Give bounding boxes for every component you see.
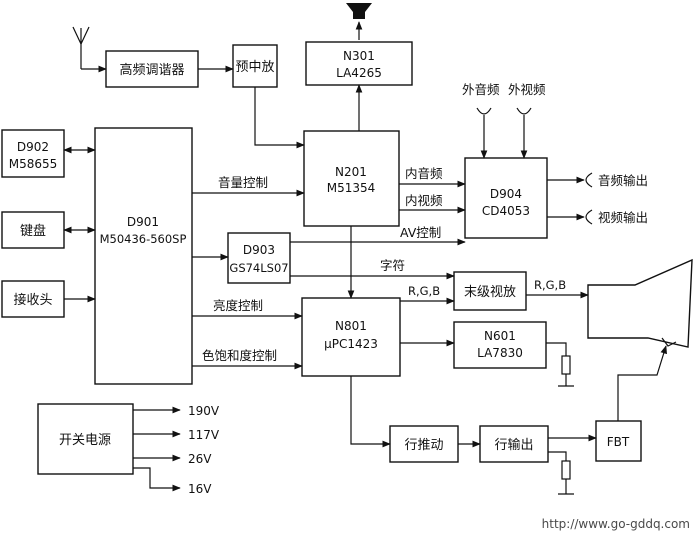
block-rf-tuner: 高频调谐器 <box>105 50 199 88</box>
block-pre-if: 预中放 <box>232 44 278 88</box>
d903-part: GS74LS07 <box>229 261 288 275</box>
ext-video-jack-icon <box>516 107 532 115</box>
power-label: 开关电源 <box>59 433 111 448</box>
block-d904: D904 CD4053 <box>464 157 548 239</box>
brightness-control-label: 亮度控制 <box>213 298 263 313</box>
n201-part: M51354 <box>327 181 376 195</box>
rf-tuner-label: 高频调谐器 <box>119 62 184 78</box>
characters-label: 字符 <box>380 258 405 273</box>
saturation-control-label: 色饱和度控制 <box>202 348 277 363</box>
pre-if-label: 预中放 <box>235 60 274 75</box>
h-output-label: 行输出 <box>494 437 533 453</box>
d902-name: D902 <box>17 140 49 154</box>
n601-part: LA7830 <box>477 346 523 360</box>
rail-117v: 117V <box>188 428 220 442</box>
rail-190v: 190V <box>188 404 220 418</box>
h-drive-label: 行推动 <box>404 438 443 453</box>
ext-audio-label: 外音频 <box>462 82 500 97</box>
block-n301: N301 LA4265 <box>305 41 413 86</box>
block-d902: D902 M58655 <box>1 129 65 178</box>
block-n601: N601 LA7830 <box>453 321 547 369</box>
volume-control-label: 音量控制 <box>218 175 268 190</box>
internal-video-label: 内视频 <box>405 193 443 208</box>
video-out-jack-icon <box>585 209 593 225</box>
receiver-label: 接收头 <box>13 292 52 308</box>
d904-part: CD4053 <box>482 204 530 218</box>
block-n201: N201 M51354 <box>303 130 400 227</box>
d904-name: D904 <box>490 187 522 201</box>
watermark-url: http://www.go-gddq.com <box>542 517 690 531</box>
block-h-output: 行输出 <box>479 425 549 463</box>
block-d901: D901 M50436-560SP <box>94 127 193 385</box>
block-n801: N801 μPC1423 <box>301 297 401 377</box>
ext-audio-jack-icon <box>476 107 492 115</box>
n301-part: LA4265 <box>336 66 382 80</box>
d903-name: D903 <box>243 243 275 257</box>
block-receiver: 接收头 <box>1 280 65 318</box>
block-h-drive: 行推动 <box>389 425 459 463</box>
rgb-out-label: R,G,B <box>534 278 566 292</box>
ext-video-label: 外视频 <box>508 82 546 97</box>
connections <box>63 65 667 495</box>
final-video-label: 末级视放 <box>464 285 516 300</box>
video-out-label: 视频输出 <box>598 210 648 225</box>
block-final-video: 末级视放 <box>453 271 527 311</box>
rail-26v: 26V <box>188 452 212 466</box>
n801-part: μPC1423 <box>324 337 378 351</box>
d902-part: M58655 <box>9 157 58 171</box>
n301-name: N301 <box>343 49 375 63</box>
n801-name: N801 <box>335 319 367 333</box>
fbt-label: FBT <box>607 435 630 449</box>
rail-16v: 16V <box>188 482 212 496</box>
av-control-label: AV控制 <box>400 225 441 240</box>
d901-name: D901 <box>127 215 159 229</box>
d901-part: M50436-560SP <box>100 232 187 246</box>
block-fbt: FBT <box>595 420 642 462</box>
crt-tube-icon <box>587 258 693 348</box>
rgb-in-label: R,G,B <box>408 284 440 298</box>
keyboard-label: 键盘 <box>20 223 46 239</box>
block-keyboard: 键盘 <box>1 211 65 249</box>
internal-audio-label: 内音频 <box>405 166 443 181</box>
audio-out-jack-icon <box>585 172 593 188</box>
speaker-icon <box>346 3 372 40</box>
n201-name: N201 <box>335 165 367 179</box>
block-power-supply: 开关电源 <box>37 403 134 475</box>
antenna-icon <box>72 26 107 73</box>
block-d903: D903 GS74LS07 <box>227 232 291 284</box>
n601-name: N601 <box>484 329 516 343</box>
audio-out-label: 音频输出 <box>598 173 648 188</box>
